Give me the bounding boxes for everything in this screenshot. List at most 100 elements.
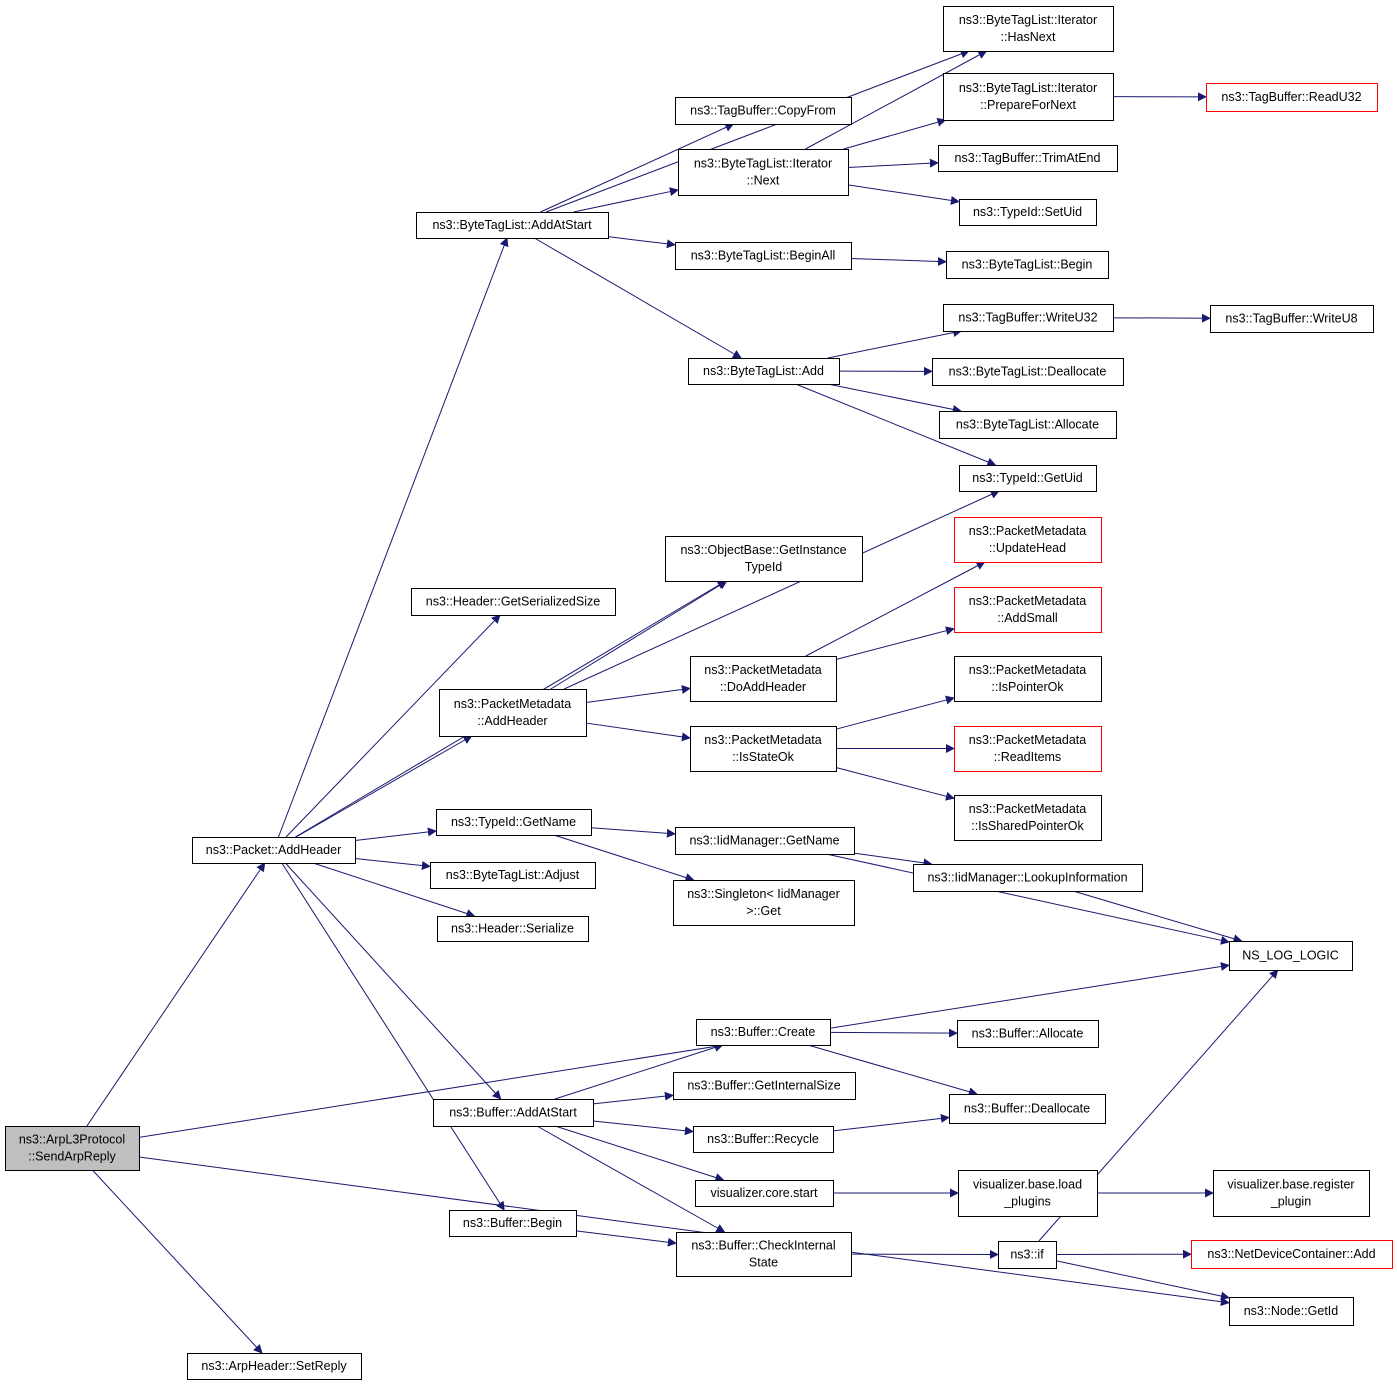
graph-node-buf-create[interactable]: ns3::Buffer::Create — [696, 1019, 831, 1046]
edge-addheader-to-typeid-getname — [354, 827, 437, 841]
node-label: visualizer.base.register — [1227, 1178, 1354, 1192]
edge-addheader-to-hdr-getsize — [285, 614, 501, 838]
graph-node-ndc-add[interactable]: ns3::NetDeviceContainer::Add — [1191, 1240, 1393, 1269]
node-box — [695, 1180, 834, 1207]
graph-node-nslog[interactable]: NS_LOG_LOGIC — [1229, 941, 1353, 971]
node-box — [688, 358, 840, 385]
graph-node-iid-getname[interactable]: ns3::IidManager::GetName — [675, 827, 855, 855]
node-label: ::AddHeader — [477, 714, 547, 728]
node-label: ns3::PacketMetadata — [969, 594, 1086, 608]
graph-node-addheader[interactable]: ns3::Packet::AddHeader — [192, 837, 356, 864]
graph-node-pm-updatehead[interactable]: ns3::PacketMetadata::UpdateHead — [954, 517, 1102, 563]
node-box — [959, 199, 1097, 226]
graph-node-root[interactable]: ns3::ArpL3Protocol::SendArpReply — [5, 1126, 140, 1171]
graph-node-btli-next[interactable]: ns3::ByteTagList::Iterator::Next — [678, 149, 849, 196]
graph-node-buf-addatstart[interactable]: ns3::Buffer::AddAtStart — [433, 1099, 594, 1127]
node-label: ns3::PacketMetadata — [969, 663, 1086, 677]
graph-node-hdr-serialize[interactable]: ns3::Header::Serialize — [437, 916, 589, 942]
edge-addheader-to-buf-begin — [281, 862, 505, 1211]
graph-node-pm-addsmall[interactable]: ns3::PacketMetadata::AddSmall — [954, 587, 1102, 633]
node-box — [957, 1020, 1099, 1048]
node-label: ns3::PacketMetadata — [704, 733, 821, 747]
graph-node-typeid-getuid[interactable]: ns3::TypeId::GetUid — [959, 465, 1097, 492]
node-label: visualizer.base.load — [973, 1178, 1082, 1192]
graph-node-buf-begin[interactable]: ns3::Buffer::Begin — [449, 1210, 577, 1237]
node-label: _plugins — [1003, 1195, 1051, 1209]
node-box — [954, 795, 1102, 841]
graph-node-vis-loadplugins[interactable]: visualizer.base.load _plugins — [958, 1170, 1098, 1217]
node-label: ns3::ByteTagList::Deallocate — [949, 365, 1107, 379]
graph-node-ns3-if[interactable]: ns3::if — [998, 1241, 1057, 1269]
node-label: ns3::ByteTagList::Add — [703, 364, 824, 378]
graph-node-btl-begin[interactable]: ns3::ByteTagList::Begin — [946, 251, 1109, 279]
graph-node-hdr-getsize[interactable]: ns3::Header::GetSerializedSize — [411, 588, 616, 616]
graph-node-btl-allocate[interactable]: ns3::ByteTagList::Allocate — [939, 411, 1117, 439]
graph-node-pm-issharedptrok[interactable]: ns3::PacketMetadata::IsSharedPointerOk — [954, 795, 1102, 841]
node-box — [436, 809, 592, 836]
node-box — [675, 827, 855, 855]
graph-node-buf-deallocate[interactable]: ns3::Buffer::Deallocate — [949, 1094, 1106, 1124]
node-label: NS_LOG_LOGIC — [1242, 949, 1339, 963]
graph-node-typeid-getname[interactable]: ns3::TypeId::GetName — [436, 809, 592, 836]
graph-node-pm-addheader[interactable]: ns3::PacketMetadata::AddHeader — [439, 689, 587, 737]
node-label: ns3::Buffer::Begin — [463, 1216, 562, 1230]
node-box — [675, 97, 852, 125]
node-box — [943, 304, 1114, 332]
node-label: ns3::ByteTagList::Begin — [962, 258, 1093, 272]
graph-node-tb-copyfrom[interactable]: ns3::TagBuffer::CopyFrom — [675, 97, 852, 125]
edge-btl-addatstart-to-btl-add — [534, 237, 742, 359]
edge-addheader-to-buf-addatstart — [284, 862, 502, 1100]
node-box — [954, 587, 1102, 633]
node-box — [192, 837, 356, 864]
graph-node-pm-readitems[interactable]: ns3::PacketMetadata::ReadItems — [954, 726, 1102, 772]
graph-node-btl-beginall[interactable]: ns3::ByteTagList::BeginAll — [675, 242, 852, 270]
edge-root-to-getid — [138, 1156, 1230, 1307]
graph-node-pm-ispointerok[interactable]: ns3::PacketMetadata::IsPointerOk — [954, 656, 1102, 702]
graph-node-vis-registerplugin[interactable]: visualizer.base.register_plugin — [1213, 1170, 1370, 1217]
node-box — [690, 656, 837, 702]
graph-node-pm-doaddheader[interactable]: ns3::PacketMetadata::DoAddHeader — [690, 656, 837, 702]
edge-iid-getname-to-iid-lookup — [853, 852, 933, 868]
node-box — [678, 149, 849, 196]
graph-node-tb-trimatend[interactable]: ns3::TagBuffer::TrimAtEnd — [938, 145, 1118, 172]
graph-node-btl-addatstart[interactable]: ns3::ByteTagList::AddAtStart — [416, 212, 609, 239]
edge-root-to-setreply — [92, 1169, 263, 1354]
node-label: ns3::TagBuffer::CopyFrom — [690, 104, 836, 118]
node-label: ns3::TagBuffer::ReadU32 — [1221, 90, 1361, 104]
node-box — [1213, 1170, 1370, 1217]
edge-buf-addatstart-to-vis-core-start — [554, 1125, 725, 1182]
graph-node-typeid-setuid[interactable]: ns3::TypeId::SetUid — [959, 199, 1097, 226]
graph-node-tb-readu32[interactable]: ns3::TagBuffer::ReadU32 — [1206, 83, 1378, 112]
graph-node-btl-deallocate[interactable]: ns3::ByteTagList::Deallocate — [932, 358, 1124, 386]
graph-node-buf-getinternalsize[interactable]: ns3::Buffer::GetInternalSize — [673, 1072, 856, 1100]
node-label: ns3::IidManager::GetName — [689, 834, 839, 848]
node-box — [187, 1353, 362, 1380]
node-label: ::ReadItems — [994, 750, 1061, 764]
graph-node-btli-prepare[interactable]: ns3::ByteTagList::Iterator::PrepareForNe… — [943, 73, 1114, 121]
node-box — [913, 864, 1143, 892]
node-label: ns3::Buffer::Deallocate — [964, 1102, 1090, 1116]
graph-node-btl-add[interactable]: ns3::ByteTagList::Add — [688, 358, 840, 385]
node-label: ns3::ArpHeader::SetReply — [201, 1359, 347, 1373]
node-label: ::AddSmall — [997, 611, 1057, 625]
graph-node-pm-isstateok[interactable]: ns3::PacketMetadata::IsStateOk — [690, 726, 837, 772]
node-label: ns3::ByteTagList::Adjust — [446, 868, 580, 882]
graph-node-btl-adjust[interactable]: ns3::ByteTagList::Adjust — [430, 862, 596, 889]
graph-node-vis-core-start[interactable]: visualizer.core.start — [695, 1180, 834, 1207]
graph-node-buf-allocate[interactable]: ns3::Buffer::Allocate — [957, 1020, 1099, 1048]
node-box — [1229, 1297, 1354, 1326]
graph-node-setreply[interactable]: ns3::ArpHeader::SetReply — [187, 1353, 362, 1380]
node-label: ns3::TagBuffer::TrimAtEnd — [955, 151, 1101, 165]
node-box — [954, 656, 1102, 702]
graph-node-buf-recycle[interactable]: ns3::Buffer::Recycle — [693, 1126, 834, 1153]
node-label: ns3::Header::GetSerializedSize — [426, 595, 600, 609]
graph-node-tb-writeu32[interactable]: ns3::TagBuffer::WriteU32 — [943, 304, 1114, 332]
graph-node-getid[interactable]: ns3::Node::GetId — [1229, 1297, 1354, 1326]
graph-node-btli-hasnext[interactable]: ns3::ByteTagList::Iterator::HasNext — [943, 6, 1114, 52]
edge-addheader-to-btl-addatstart — [277, 237, 509, 838]
graph-node-tb-writeu8[interactable]: ns3::TagBuffer::WriteU8 — [1210, 305, 1374, 333]
graph-node-iid-lookup[interactable]: ns3::IidManager::LookupInformation — [913, 864, 1143, 892]
graph-node-singleton-get[interactable]: ns3::Singleton< IidManager>::Get — [673, 880, 855, 926]
